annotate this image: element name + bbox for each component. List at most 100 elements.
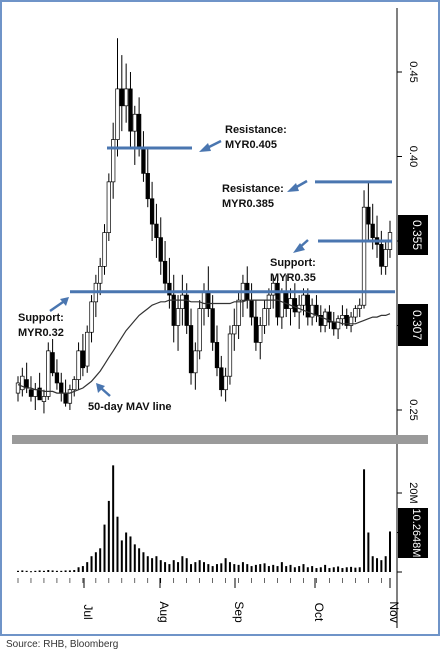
- x-tick-label: Nov: [387, 601, 401, 622]
- candle: [115, 38, 120, 157]
- support-2-label-line1: Support:: [270, 257, 316, 269]
- candle: [258, 317, 263, 360]
- candle: [197, 300, 202, 360]
- candle: [249, 283, 254, 326]
- mav-arrow: [96, 383, 111, 397]
- volume-bar: [81, 566, 84, 572]
- candle: [318, 305, 323, 333]
- candle: [266, 288, 272, 326]
- candle: [149, 181, 155, 241]
- candle: [223, 367, 228, 402]
- x-tick-label: Oct: [312, 603, 326, 622]
- volume-bar: [133, 544, 136, 572]
- price-tick-label: 0.40: [407, 146, 419, 167]
- volume-bar: [315, 568, 318, 572]
- price-tag-lower-text: 0.307: [410, 310, 424, 340]
- volume-bar: [324, 564, 327, 572]
- candles: [15, 38, 393, 414]
- volume-bar: [302, 564, 305, 572]
- mav-line: [17, 299, 391, 394]
- volume-bar: [272, 564, 275, 572]
- volume-bar: [233, 564, 236, 572]
- volume-bar: [172, 560, 175, 572]
- candle: [93, 274, 99, 318]
- candle: [370, 203, 375, 250]
- support-1-label-line1: Support:: [18, 312, 64, 324]
- volume-bar: [250, 566, 253, 572]
- candle: [379, 230, 384, 275]
- candle: [366, 181, 371, 241]
- candle: [353, 305, 358, 323]
- price-tag-upper: 0.355: [398, 215, 428, 255]
- volume-bar: [254, 564, 257, 572]
- volume-bar: [94, 552, 97, 572]
- chart-frame: [0, 0, 440, 636]
- resistance-2-arrow: [287, 179, 308, 192]
- support-1-label-line2: MYR0.32: [18, 327, 64, 339]
- candle: [201, 283, 207, 326]
- volume-bar: [107, 500, 110, 572]
- candle: [288, 288, 293, 326]
- volume-bar: [319, 567, 322, 572]
- volume-bar: [363, 469, 366, 572]
- candle: [162, 241, 168, 292]
- price-tag-upper-text: 0.355: [410, 220, 424, 250]
- volume-bar: [298, 566, 301, 572]
- candle: [240, 274, 246, 318]
- volume-bar: [42, 570, 45, 572]
- resistance-1-label-line2: MYR0.405: [225, 139, 277, 151]
- volume-bar: [151, 558, 154, 572]
- volume-bar: [345, 567, 348, 572]
- volume-bar: [389, 531, 391, 572]
- volume-bar: [190, 564, 193, 572]
- candle: [387, 220, 393, 258]
- candle: [50, 339, 55, 377]
- support-2-arrow: [293, 239, 309, 253]
- resistance-1-label-line1: Resistance:: [225, 124, 287, 136]
- candle: [236, 291, 241, 340]
- volume-bar: [358, 567, 361, 572]
- volume-bar: [211, 566, 214, 572]
- volume-bar: [155, 556, 158, 572]
- volume-bar: [138, 548, 141, 572]
- candle: [67, 384, 73, 410]
- candle: [292, 283, 297, 318]
- candle: [210, 295, 215, 351]
- volume-bar: [181, 556, 184, 572]
- volume-bar: [55, 570, 58, 572]
- candle: [72, 376, 77, 397]
- candle: [383, 241, 388, 275]
- volume-bar: [215, 564, 218, 572]
- candle: [128, 72, 133, 149]
- candle: [106, 173, 111, 241]
- candle: [54, 359, 60, 390]
- candle: [357, 298, 362, 318]
- support-2-label-line2: MYR0.35: [270, 272, 316, 284]
- candle: [214, 325, 220, 377]
- candle: [361, 190, 367, 309]
- candle: [28, 376, 34, 402]
- candle: [275, 278, 280, 326]
- price-tick-label: 0.45: [407, 61, 419, 82]
- volume-bar: [371, 556, 374, 572]
- volume-bar: [25, 570, 28, 572]
- resistance-2-label-line2: MYR0.385: [222, 198, 274, 210]
- x-tick-label: Aug: [157, 601, 171, 622]
- volume-bar: [341, 568, 344, 572]
- volume-tag-text: 10.2648M: [410, 509, 422, 558]
- resistance-1-arrow: [199, 139, 222, 152]
- candle: [154, 203, 159, 258]
- candle: [314, 295, 319, 323]
- volume-bar: [103, 524, 106, 572]
- volume-bar: [263, 563, 266, 572]
- candle: [20, 367, 25, 397]
- candle: [132, 105, 137, 165]
- volume-bar: [73, 570, 76, 572]
- volume-bar: [21, 570, 24, 572]
- volume-bar: [68, 570, 71, 572]
- candle: [37, 372, 42, 401]
- volume-bar: [376, 558, 379, 572]
- volume-bar: [237, 564, 240, 572]
